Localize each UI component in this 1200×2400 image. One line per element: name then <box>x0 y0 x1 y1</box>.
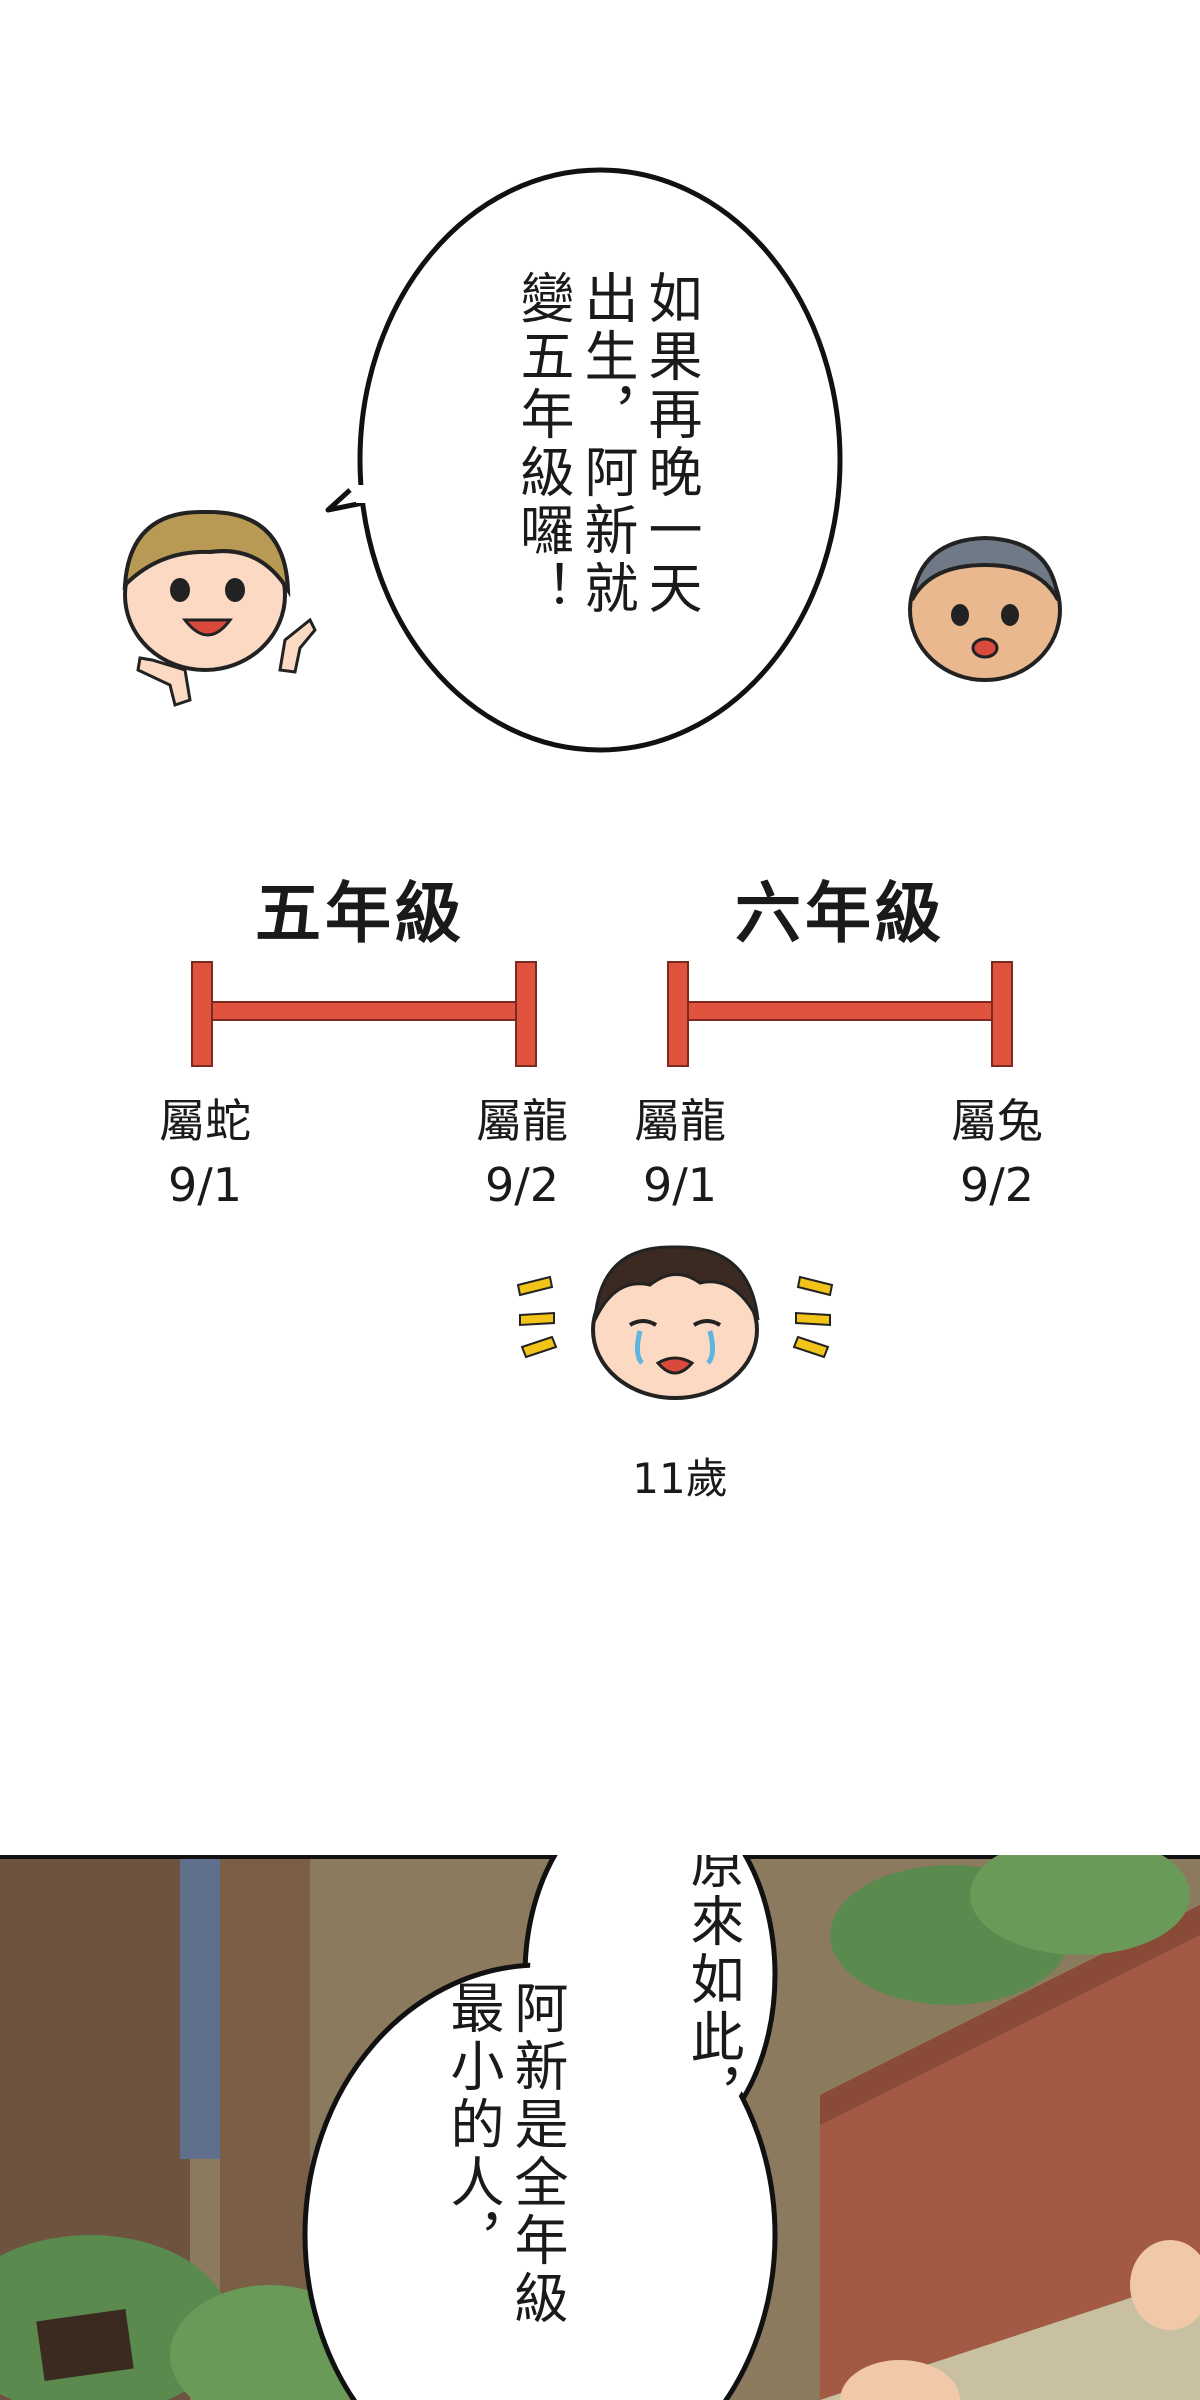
surprise-marks-left <box>516 1275 558 1359</box>
bubble-line-2: 出生，阿新就 <box>575 270 638 618</box>
bracket-fifth-grade <box>191 961 537 1067</box>
bubble-large-text: 阿新是全年級 最小的人， <box>440 1980 568 2328</box>
child-age-label: 11歲 <box>632 1454 728 1503</box>
speech-bubbles-bottom <box>302 1855 778 2400</box>
surprise-marks-right <box>792 1275 834 1359</box>
top-panel: 如果再晚一天 出生，阿新就 變五年級囉！ 五年級 六年級 <box>122 167 1062 1503</box>
zodiac-fifth-start: 屬蛇 <box>159 1094 251 1148</box>
bubble-line-3: 變五年級囉！ <box>511 270 574 618</box>
bubble-small-text: 原來如此， <box>680 1855 744 2125</box>
bald-kid-character <box>908 535 1062 682</box>
zodiac-sixth-end: 屬兔 <box>951 1094 1043 1148</box>
date-fifth-end: 9/2 <box>484 1158 560 1212</box>
bubble-small-line-1: 原來如此， <box>681 1855 744 2125</box>
bracket-sixth-grade <box>667 961 1013 1067</box>
grade-title-sixth: 六年級 <box>735 875 945 952</box>
bubble-line-1: 如果再晚一天 <box>639 270 702 618</box>
speech-bubble-top <box>325 167 843 753</box>
zodiac-sixth-start: 屬龍 <box>634 1094 726 1148</box>
zodiac-fifth-end: 屬龍 <box>476 1094 568 1148</box>
bubble-large-line-1: 阿新是全年級 <box>505 1980 568 2328</box>
date-sixth-end: 9/2 <box>959 1158 1035 1212</box>
crying-child-character <box>516 1245 834 1400</box>
bottom-panel: 原來如此， 阿新是全年級 最小的人， <box>0 1855 1200 2400</box>
bubble-large-line-2: 最小的人， <box>441 1980 504 2270</box>
date-fifth-start: 9/1 <box>167 1158 243 1212</box>
blonde-kid-character <box>122 509 317 707</box>
timeline-brackets <box>191 961 1013 1067</box>
speech-bubble-top-text: 如果再晚一天 出生，阿新就 變五年級囉！ <box>510 270 702 618</box>
grade-title-fifth: 五年級 <box>255 875 465 952</box>
date-sixth-start: 9/1 <box>642 1158 718 1212</box>
